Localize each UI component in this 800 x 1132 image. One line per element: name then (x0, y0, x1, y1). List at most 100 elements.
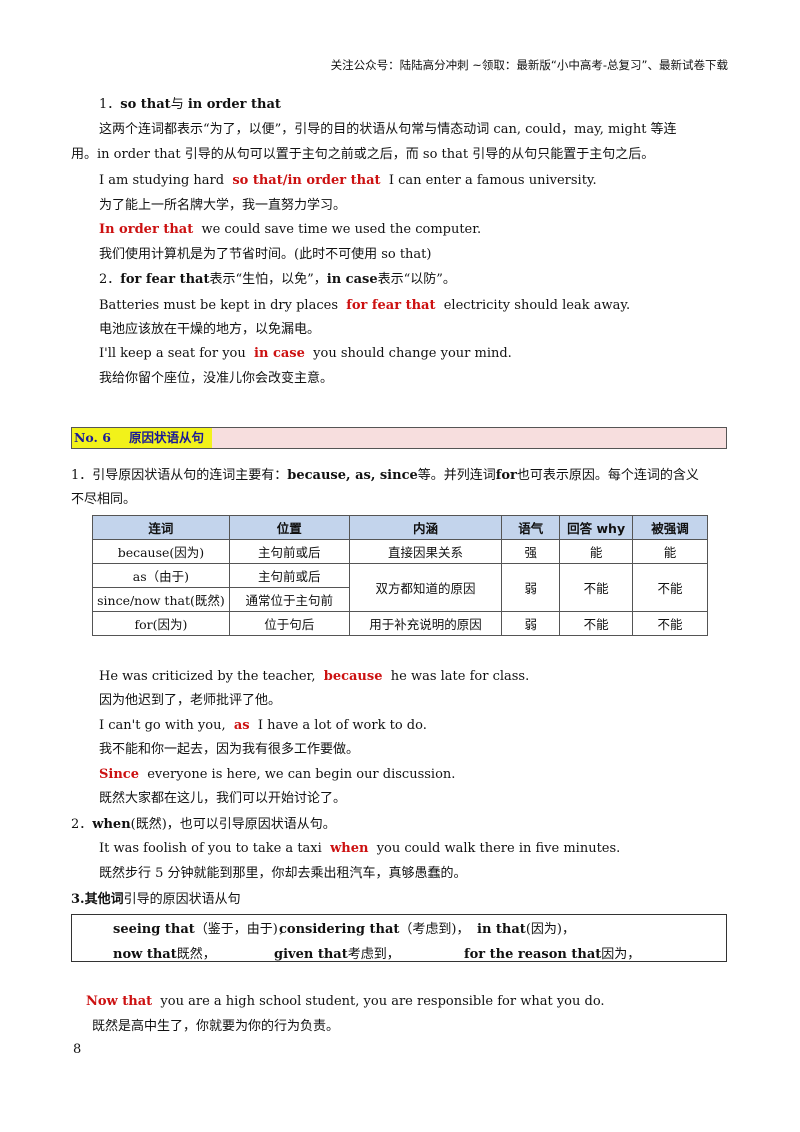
paragraph-line: 用。in order that 引导的从句可以置于主句之前或之后，而 so th… (71, 147, 655, 162)
table-cell: as（由于) (92, 563, 230, 588)
term: given that (274, 947, 348, 962)
highlight: as (233, 718, 250, 733)
page-header: 关注公众号：陆陆高分冲刺 ~领取：最新版“小中高考-总复习”、最新试卷下载 (330, 58, 728, 72)
term: considering that (279, 922, 400, 937)
section-label: No. 6 原因状语从句 (72, 428, 212, 448)
example-sentence: In order that we could save time we used… (99, 218, 481, 242)
text: 因为， (601, 947, 641, 962)
table-row: because(因为) 主句前或后 直接因果关系 强 能 能 (92, 539, 708, 564)
table-cell: 能 (559, 539, 634, 564)
term: for the reason that (464, 947, 602, 962)
example-sentence: Now that you are a high school student, … (86, 990, 605, 1014)
table-cell: 用于补充说明的原因 (348, 611, 503, 636)
table-cell: 不能 (559, 611, 634, 636)
paragraph-line: 这两个连词都表示“为了，以便”，引导的目的状语从句常与情态动词 can, cou… (99, 122, 677, 137)
subsection-title-so-that: 1．so that与 in order that (99, 93, 281, 117)
text: 引导的原因状语从句 (123, 892, 241, 907)
example-translation: 我给你留个座位，没准儿你会改变主意。 (99, 371, 334, 386)
example-translation: 电池应该放在干燥的地方，以免漏电。 (99, 322, 321, 337)
table-header: 语气 (501, 515, 561, 540)
section-title: 原因状语从句 (128, 430, 204, 445)
section-heading-bar: No. 6 原因状语从句 (71, 427, 727, 449)
list-item: considering that（考虑到)， (279, 918, 469, 937)
table-cell: 能 (632, 539, 708, 564)
term: seeing that (113, 922, 195, 937)
table-cell: because(因为) (92, 539, 230, 564)
number: 2． (99, 272, 121, 287)
term: so that (120, 97, 171, 112)
text: 表示“以防”。 (377, 272, 456, 287)
text: I can enter a famous university. (388, 173, 597, 188)
text: （鉴于，由于)， (194, 922, 291, 937)
text: we could save time we used the computer. (201, 222, 482, 237)
table-cell: for(因为) (92, 611, 230, 636)
term: because, as, since (287, 468, 418, 483)
example-sentence: I'll keep a seat for you in case you sho… (99, 342, 512, 366)
term: for (495, 468, 517, 483)
text: I can't go with you, (99, 718, 226, 733)
example-translation: 我们使用计算机是为了节省时间。(此时不可使用 so that) (99, 247, 432, 262)
conjunction-list-box: seeing that（鉴于，由于)， considering that（考虑到… (71, 914, 727, 962)
table-cell: 不能 (632, 563, 708, 612)
subsection-title-when: 2．when(既然)，也可以引导原因状语从句。 (71, 813, 336, 837)
text: everyone is here, we can begin our discu… (147, 767, 456, 782)
table-row: for(因为) 位于句后 用于补充说明的原因 弱 不能 不能 (92, 611, 708, 636)
example-translation: 既然步行 5 分钟就能到那里，你却去乘出租汽车，真够愚蠢的。 (99, 866, 467, 881)
term: 3.其他词 (71, 892, 124, 907)
term: for fear that (120, 272, 210, 287)
table-cell: 主句前或后 (228, 563, 350, 588)
term: now that (113, 947, 177, 962)
text: 考虑到， (347, 947, 400, 962)
text: I have a lot of work to do. (257, 718, 427, 733)
example-translation: 因为他迟到了，老师批评了他。 (99, 693, 282, 708)
table-header: 内涵 (348, 515, 503, 540)
connector: 与 (170, 97, 184, 112)
example-sentence: It was foolish of you to take a taxi whe… (99, 837, 620, 861)
example-translation: 我不能和你一起去，因为我有很多工作要做。 (99, 742, 360, 757)
text: 1．引导原因状语从句的连词主要有： (71, 468, 288, 483)
term: in that (477, 922, 526, 937)
table-row: as（由于) 主句前或后 双方都知道的原因 弱 不能 不能 (92, 563, 708, 612)
list-item: given that考虑到， (274, 943, 400, 962)
text: It was foolish of you to take a taxi (99, 841, 322, 856)
example-sentence: I can't go with you, as I have a lot of … (99, 714, 427, 738)
table-cell: 位于句后 (228, 611, 350, 636)
term: when (92, 817, 131, 832)
text: I'll keep a seat for you (99, 346, 246, 361)
text: you could walk there in five minutes. (376, 841, 621, 856)
list-item: in that(因为)， (477, 918, 575, 937)
term: in case (326, 272, 378, 287)
highlight: because (323, 669, 383, 684)
text: 表示“生怕，以免”， (209, 272, 327, 287)
text: He was criticized by the teacher, (99, 669, 316, 684)
table-header: 回答 why (559, 515, 634, 540)
example-sentence: I am studying hard so that/in order that… (99, 169, 597, 193)
term: in order that (187, 97, 281, 112)
list-item: seeing that（鉴于，由于)， (113, 918, 291, 937)
paragraph-line: 不尽相同。 (71, 492, 137, 507)
table-cell: 直接因果关系 (348, 539, 503, 564)
list-item: now that既然， (113, 943, 216, 962)
text: 也可表示原因。每个连词的含义 (516, 468, 699, 483)
text: (既然)，也可以引导原因状语从句。 (130, 817, 336, 832)
example-sentence: He was criticized by the teacher, becaus… (99, 665, 529, 689)
table-cell: 强 (501, 539, 561, 564)
text: you are a high school student, you are r… (160, 994, 605, 1009)
conjunction-comparison-table: 连词 位置 内涵 语气 回答 why 被强调 because(因为) 主句前或后… (92, 515, 708, 636)
section-number: No. 6 (74, 430, 111, 445)
highlight: Since (99, 767, 139, 782)
paragraph-line: 1．引导原因状语从句的连词主要有：because, as, since等。并列连… (71, 464, 699, 488)
subsection-title-other-words: 3.其他词引导的原因状语从句 (71, 888, 241, 912)
text: Batteries must be kept in dry places (99, 298, 338, 313)
subsection-title-for-fear-that: 2．for fear that表示“生怕，以免”，in case表示“以防”。 (99, 268, 456, 292)
table-cell: 不能 (559, 563, 634, 612)
table-cell: 弱 (501, 563, 561, 612)
example-translation: 既然是高中生了，你就要为你的行为负责。 (92, 1019, 340, 1034)
table-header: 连词 (92, 515, 230, 540)
page-number: 8 (73, 1042, 82, 1057)
list-item: for the reason that因为， (464, 943, 640, 962)
table-header: 位置 (228, 515, 350, 540)
text: I am studying hard (99, 173, 225, 188)
example-sentence: Since everyone is here, we can begin our… (99, 763, 455, 787)
text: he was late for class. (390, 669, 530, 684)
